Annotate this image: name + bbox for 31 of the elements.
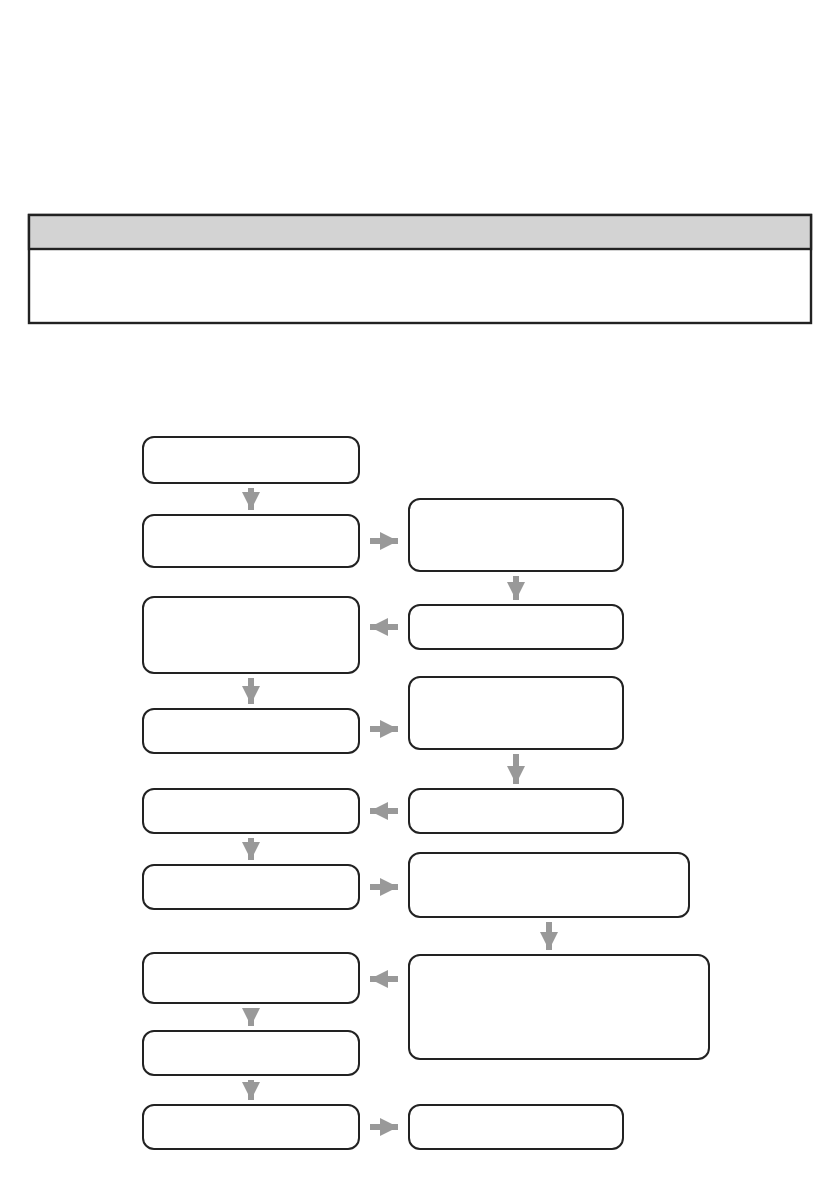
flow-box bbox=[408, 1104, 624, 1150]
flow-box bbox=[142, 864, 360, 910]
arrow bbox=[370, 720, 398, 738]
arrow bbox=[507, 576, 525, 600]
arrow bbox=[242, 838, 260, 860]
flow-box bbox=[142, 436, 360, 484]
flow-box bbox=[142, 788, 360, 834]
flow-box bbox=[408, 498, 624, 572]
flow-box bbox=[142, 596, 360, 674]
arrow bbox=[370, 618, 398, 636]
flow-box bbox=[408, 676, 624, 750]
flow-box bbox=[408, 954, 710, 1060]
flow-box bbox=[142, 514, 360, 568]
arrow bbox=[370, 970, 398, 988]
arrow bbox=[242, 488, 260, 510]
flow-box bbox=[142, 1030, 360, 1076]
arrow bbox=[242, 678, 260, 704]
flow-box bbox=[142, 708, 360, 754]
arrow bbox=[370, 802, 398, 820]
arrow bbox=[370, 878, 398, 896]
arrow bbox=[507, 754, 525, 784]
flow-box bbox=[408, 852, 690, 918]
arrow bbox=[370, 532, 398, 550]
flow-box bbox=[408, 788, 624, 834]
arrow bbox=[540, 922, 558, 950]
flow-box bbox=[408, 604, 624, 650]
flow-box bbox=[142, 952, 360, 1004]
arrow bbox=[242, 1008, 260, 1026]
flow-box bbox=[142, 1104, 360, 1150]
arrow bbox=[242, 1080, 260, 1100]
arrow bbox=[370, 1118, 398, 1136]
